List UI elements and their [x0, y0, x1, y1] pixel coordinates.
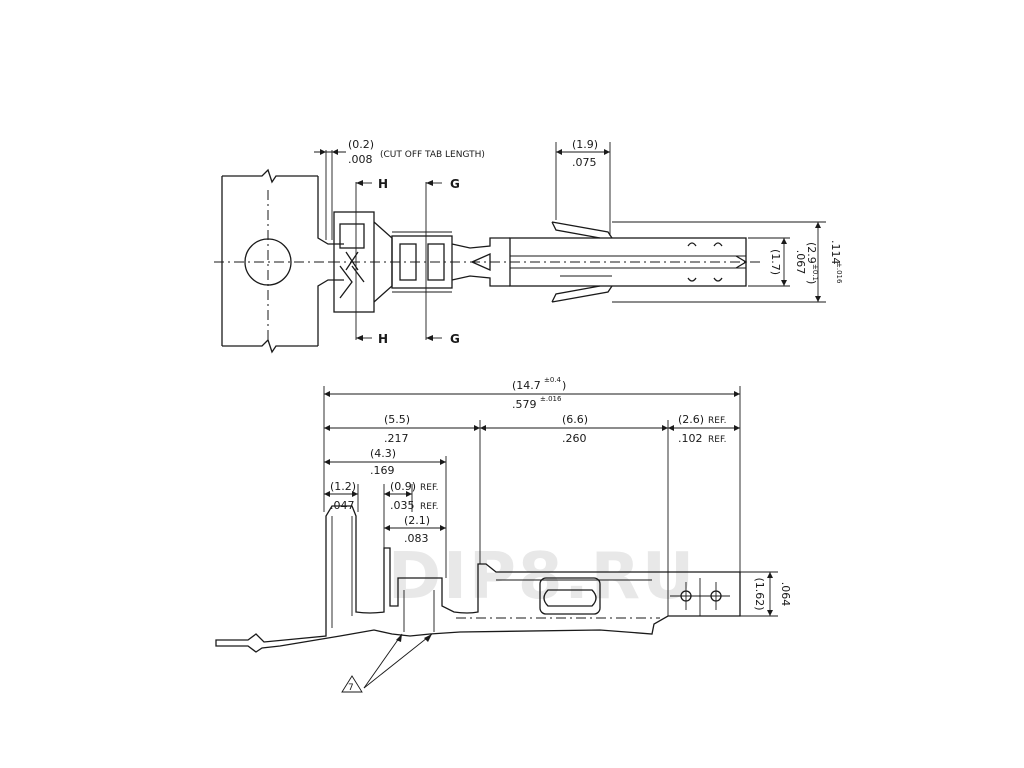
- svg-text:(4.3): (4.3): [370, 447, 396, 460]
- svg-text:(0.2): (0.2): [348, 138, 374, 151]
- svg-text:±0.4: ±0.4: [544, 376, 562, 384]
- svg-text:.047: .047: [330, 499, 355, 512]
- svg-text:.169: .169: [370, 464, 395, 477]
- svg-text:): ): [805, 280, 818, 284]
- section-h-label-bottom: H: [378, 332, 388, 346]
- svg-text:.067: .067: [794, 250, 807, 275]
- svg-text:(6.6): (6.6): [562, 413, 588, 426]
- svg-text:.075: .075: [572, 156, 597, 169]
- svg-text:.035: .035: [390, 499, 415, 512]
- svg-text:REF.: REF.: [420, 502, 439, 512]
- dim-bellmouth: (0.9) REF. .035 REF.: [384, 480, 439, 512]
- svg-text:.114: .114: [829, 240, 842, 265]
- side-extension-lines: [323, 386, 741, 616]
- top-view: H H G G (0.2) .008 (CUT OFF TAB LENGTH): [214, 138, 843, 354]
- dim-cut-off-tab: (0.2) .008 (CUT OFF TAB LENGTH): [314, 138, 485, 166]
- svg-text:(1.9): (1.9): [572, 138, 598, 151]
- svg-text:(5.5): (5.5): [384, 413, 410, 426]
- svg-text:(14.7: (14.7: [512, 379, 541, 392]
- terminal-side-profile: [215, 505, 741, 653]
- svg-text:(2.1): (2.1): [404, 514, 430, 527]
- section-h-marks: H H: [355, 177, 388, 346]
- note-flag-7: 7: [341, 633, 433, 693]
- svg-text:REF.: REF.: [708, 435, 727, 445]
- svg-text:7: 7: [348, 683, 354, 693]
- section-h-label: H: [378, 177, 388, 191]
- svg-text:REF.: REF.: [708, 416, 727, 426]
- svg-text:±0.1: ±0.1: [811, 264, 819, 281]
- svg-text:.064: .064: [779, 582, 792, 607]
- dim-wire-grip: (2.1) .083: [384, 514, 446, 545]
- dim-body-length: (6.6) .260: [480, 413, 668, 445]
- svg-text:(2.6): (2.6): [678, 413, 704, 426]
- section-g-label-bottom: G: [450, 332, 460, 346]
- svg-text:±.016: ±.016: [540, 395, 562, 403]
- terminal-plan: [330, 211, 760, 313]
- svg-text:(0.9): (0.9): [390, 480, 416, 493]
- svg-text:.579: .579: [512, 398, 537, 411]
- svg-text:): ): [562, 379, 566, 392]
- svg-text:.217: .217: [384, 432, 409, 445]
- dim-widths: (1.7) .067 (2.9 ±0.1 ) .114 ±.016: [612, 221, 843, 303]
- svg-text:REF.: REF.: [420, 483, 439, 493]
- svg-text:.260: .260: [562, 432, 587, 445]
- dim-tip-ref: (2.6) REF. .102 REF.: [668, 413, 740, 445]
- dim-crimp-length: (5.5) .217: [324, 413, 480, 445]
- dim-tip-length: (1.9) .075: [555, 138, 611, 236]
- carrier-strip: [214, 150, 344, 354]
- svg-text:(1.2): (1.2): [330, 480, 356, 493]
- watermark: DIP8.RU: [388, 540, 696, 614]
- dim-barrel-length: (4.3) .169: [324, 447, 446, 477]
- dim-height: (1.62) .064: [740, 571, 792, 617]
- section-g-label: G: [450, 177, 460, 191]
- socket-slots: [687, 242, 748, 282]
- svg-text:.008: .008: [348, 153, 373, 166]
- section-g-marks: G G: [425, 177, 460, 346]
- dim-overall-length: (14.7 ±0.4 ) .579 ±.016: [324, 376, 740, 411]
- side-view: (14.7 ±0.4 ) .579 ±.016 (5.5) .217 (6.6)…: [215, 376, 792, 693]
- svg-text:±.016: ±.016: [835, 262, 843, 284]
- svg-text:.102: .102: [678, 432, 703, 445]
- dim-insulation-grip: (1.2) .047: [324, 480, 358, 512]
- svg-text:.083: .083: [404, 532, 429, 545]
- pilot-hole: [244, 238, 292, 286]
- svg-text:(1.7): (1.7): [769, 249, 782, 275]
- svg-text:(1.62): (1.62): [753, 577, 766, 610]
- svg-text:(CUT OFF TAB LENGTH): (CUT OFF TAB LENGTH): [380, 150, 485, 160]
- svg-text:(2.9: (2.9: [805, 242, 818, 264]
